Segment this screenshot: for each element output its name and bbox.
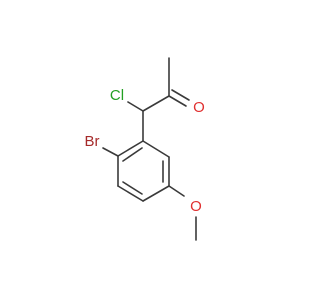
bond-carbonyl-to-o bbox=[168, 95, 187, 107]
benzene-ring bbox=[117, 140, 170, 202]
double-bond-c1-c2 bbox=[122, 147, 143, 162]
bond-c4-c5 bbox=[142, 185, 170, 202]
bond-c1-c2 bbox=[117, 140, 144, 157]
bond-chcl-to-cl bbox=[127, 101, 144, 112]
double-bond-c5-c6 bbox=[122, 181, 143, 195]
bond-c5-c6 bbox=[117, 185, 144, 202]
double-bond-carbonyl-to-o bbox=[171, 89, 190, 101]
bond-ring-to-br bbox=[102, 147, 119, 157]
atom-label-o-ketone: O bbox=[193, 99, 205, 116]
atom-label-cl: Cl bbox=[110, 87, 124, 104]
bond-ring-to-o-ether bbox=[168, 185, 185, 197]
molecule-structure-diagram: Br Cl O O bbox=[84, 57, 205, 241]
atom-label-br: Br bbox=[85, 133, 100, 150]
bond-chcl-to-carbonyl bbox=[142, 95, 170, 112]
bond-c2-c3 bbox=[142, 140, 170, 158]
atom-label-o-ether: O bbox=[190, 198, 202, 215]
